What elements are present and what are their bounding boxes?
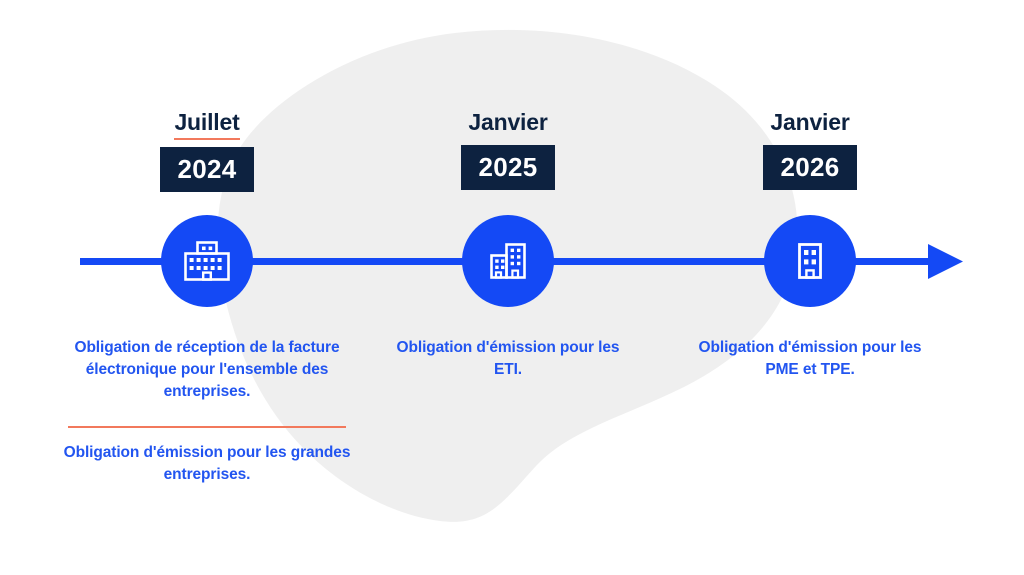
milestone-year-badge: 2024 [160, 147, 254, 193]
milestone-marker-2025[interactable] [462, 215, 554, 307]
milestone-year-badge: 2025 [461, 145, 555, 191]
milestone-month-label: Janvier [770, 109, 850, 135]
milestone-caption-2024-a: Obligation de réception de la facture él… [74, 339, 340, 400]
caption-divider [68, 426, 346, 428]
milestone-2025: Janvier 2025 [388, 109, 628, 191]
milestone-marker-2026[interactable] [764, 215, 856, 307]
large-office-building-icon [184, 241, 230, 281]
milestone-month-label: Juillet [174, 109, 240, 141]
two-buildings-icon [490, 243, 526, 279]
small-building-icon [798, 243, 822, 279]
milestone-marker-2024[interactable] [161, 215, 253, 307]
milestone-caption-2025: Obligation d'émission pour les ETI. [396, 339, 620, 378]
milestone-year-badge: 2026 [763, 145, 857, 191]
milestone-caption-2026: Obligation d'émission pour les PME et TP… [698, 339, 922, 378]
milestone-month-label: Janvier [468, 109, 548, 135]
milestone-2024: Juillet 2024 [87, 109, 327, 193]
milestone-caption-2024-b: Obligation d'émission pour les grandes e… [63, 444, 351, 483]
milestone-2026: Janvier 2026 [690, 109, 930, 191]
arrow-right-icon [928, 244, 963, 279]
